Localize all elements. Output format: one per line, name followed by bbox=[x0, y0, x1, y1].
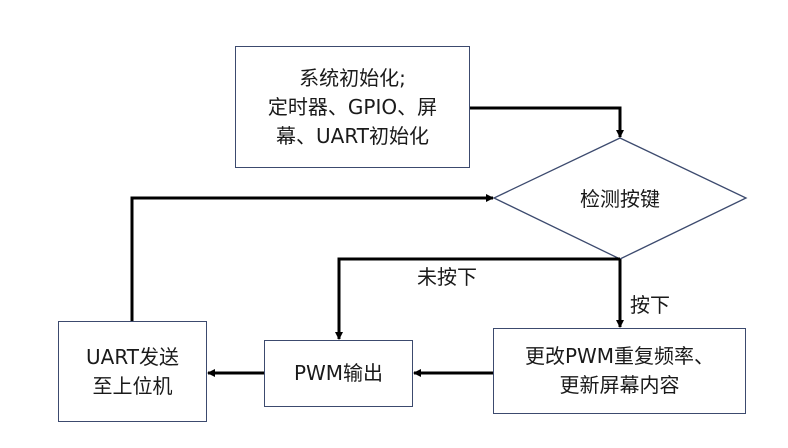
init-process-box: 系统初始化; 定时器、GPIO、屏 幕、UART初始化 bbox=[235, 46, 470, 168]
check-keys-label: 检测按键 bbox=[580, 186, 660, 211]
uart-line-2: 至上位机 bbox=[92, 373, 173, 398]
arrow-check-to-pwm bbox=[335, 257, 620, 340]
update-line-1: 更改PWM重复频率、 bbox=[524, 344, 715, 368]
init-line-3: 幕、UART初始化 bbox=[276, 123, 429, 148]
edge-label-not-pressed: 未按下 bbox=[417, 265, 477, 289]
pwm-output-box: PWM输出 bbox=[264, 340, 413, 407]
uart-send-box: UART发送 至上位机 bbox=[58, 321, 207, 422]
edge-label-pressed: 按下 bbox=[630, 293, 670, 317]
init-line-2: 定时器、GPIO、屏 bbox=[267, 94, 438, 119]
pwm-output-label: PWM输出 bbox=[293, 361, 384, 385]
arrow-uart-to-check bbox=[130, 194, 494, 321]
uart-line-1: UART发送 bbox=[86, 344, 179, 369]
arrow-init-to-check bbox=[470, 106, 624, 138]
init-line-1: 系统初始化; bbox=[299, 65, 406, 90]
update-process-box: 更改PWM重复频率、 更新屏幕内容 bbox=[493, 328, 746, 414]
update-line-2: 更新屏幕内容 bbox=[559, 373, 680, 397]
